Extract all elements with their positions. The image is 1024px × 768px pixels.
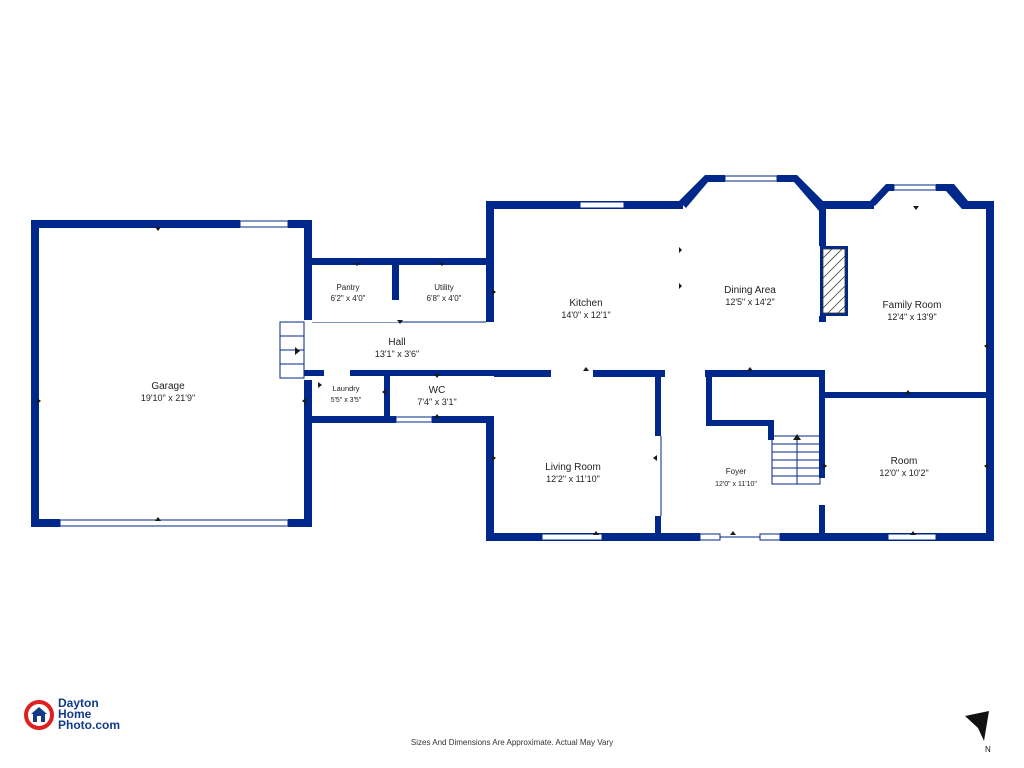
- room-label-laundry: Laundry 5'5" x 3'5": [331, 384, 362, 404]
- room-label-utility: Utility 6'8" x 4'0": [427, 283, 462, 303]
- room-dims: 12'4" x 13'9": [887, 312, 936, 322]
- room-label-kitchen: Kitchen 14'0" x 12'1": [561, 298, 610, 320]
- room-name: WC: [429, 385, 446, 396]
- room-label-room: Room 12'0" x 10'2": [879, 456, 928, 478]
- logo-text: Dayton Home Photo.com: [58, 696, 120, 732]
- room-dims: 12'0" x 11'10": [715, 481, 757, 488]
- room-label-foyer: Foyer 12'0" x 11'10": [715, 467, 757, 488]
- fireplace: [820, 246, 848, 316]
- compass-label: N: [985, 745, 991, 754]
- room-label-hall: Hall 13'1" x 3'6": [375, 337, 419, 359]
- house-logo-icon: [24, 699, 54, 730]
- dimension-markers: [37, 206, 988, 535]
- interior-lines: [660, 377, 711, 516]
- disclaimer-text: Sizes And Dimensions Are Approximate. Ac…: [410, 738, 614, 747]
- logo-line: Dayton: [58, 696, 99, 710]
- room-dims: 7'4" x 3'1": [417, 397, 456, 407]
- room-name: Laundry: [332, 384, 359, 393]
- room-dims: 12'0" x 10'2": [879, 468, 928, 478]
- room-label-wc: WC 7'4" x 3'1": [417, 385, 456, 407]
- room-dims: 5'5" x 3'5": [331, 397, 362, 404]
- room-label-pantry: Pantry 6'2" x 4'0": [331, 283, 366, 303]
- room-name: Family Room: [883, 300, 942, 311]
- logo-line: Home: [58, 707, 92, 721]
- room-label-garage: Garage 19'10" x 21'9": [141, 381, 195, 403]
- room-dims: 6'2" x 4'0": [331, 294, 366, 303]
- room-dims: 19'10" x 21'9": [141, 393, 195, 403]
- garage-step: [279, 321, 305, 379]
- room-name: Utility: [434, 283, 454, 292]
- windows: [541, 175, 937, 541]
- room-name: Dining Area: [724, 285, 776, 296]
- room-dims: 14'0" x 12'1": [561, 310, 610, 320]
- room-name: Garage: [151, 381, 185, 392]
- company-logo: Dayton Home Photo.com: [24, 696, 120, 732]
- room-name: Kitchen: [569, 298, 602, 309]
- room-label-dining: Dining Area 12'5" x 14'2": [724, 285, 776, 307]
- garage-walls: [31, 220, 312, 527]
- logo-line: Photo.com: [58, 718, 120, 732]
- room-dims: 12'2" x 11'10": [546, 474, 600, 484]
- north-arrow-icon: N: [965, 711, 991, 754]
- room-name: Hall: [388, 337, 405, 348]
- room-label-family: Family Room 12'4" x 13'9": [883, 300, 942, 322]
- staircase: [771, 434, 821, 485]
- room-name: Room: [891, 456, 918, 467]
- room-name: Living Room: [545, 462, 601, 473]
- room-dims: 12'5" x 14'2": [725, 297, 774, 307]
- room-label-living: Living Room 12'2" x 11'10": [545, 462, 601, 484]
- room-name: Foyer: [726, 467, 747, 476]
- room-name: Pantry: [336, 283, 359, 292]
- room-dims: 13'1" x 3'6": [375, 349, 419, 359]
- room-dims: 6'8" x 4'0": [427, 294, 462, 303]
